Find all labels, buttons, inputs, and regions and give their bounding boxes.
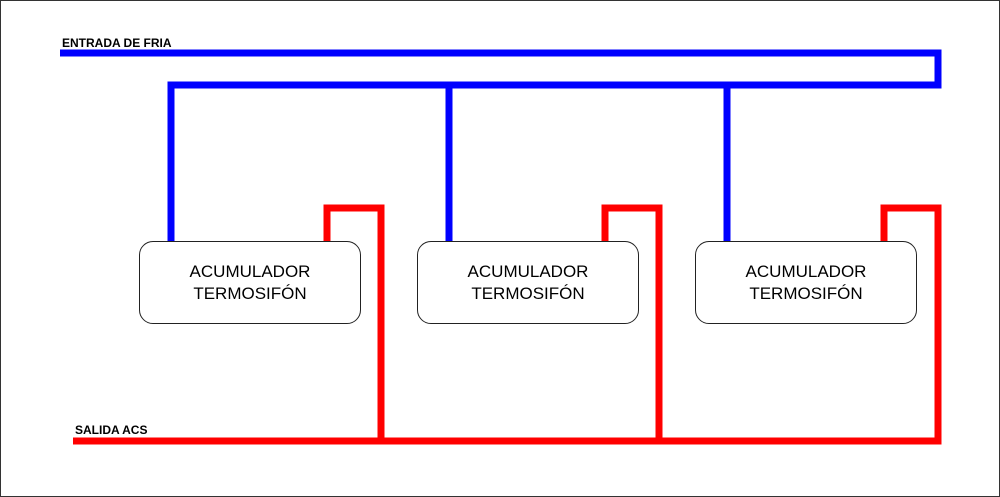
tank-label-line2: TERMOSIFÓN <box>471 283 585 303</box>
tank-label-line1: ACUMULADOR <box>189 261 311 281</box>
hot-riser-pipe-1 <box>323 204 385 441</box>
tank-label-line2: TERMOSIFÓN <box>749 283 863 303</box>
cold-inlet-label: ENTRADA DE FRIA <box>62 36 172 50</box>
tank-label-line2: TERMOSIFÓN <box>193 283 307 303</box>
tank-label-line1: ACUMULADOR <box>467 261 589 281</box>
accumulator-tank-1: ACUMULADOR TERMOSIFÓN <box>139 241 361 324</box>
accumulator-tank-2: ACUMULADOR TERMOSIFÓN <box>417 241 639 324</box>
accumulator-tank-3: ACUMULADOR TERMOSIFÓN <box>695 241 917 324</box>
hot-outlet-label: SALIDA ACS <box>75 423 147 437</box>
hot-outlet-main-pipe <box>73 204 942 445</box>
cold-inlet-main-pipe <box>60 49 942 241</box>
hot-riser-pipe-2 <box>601 204 663 441</box>
tank-label-line1: ACUMULADOR <box>745 261 867 281</box>
